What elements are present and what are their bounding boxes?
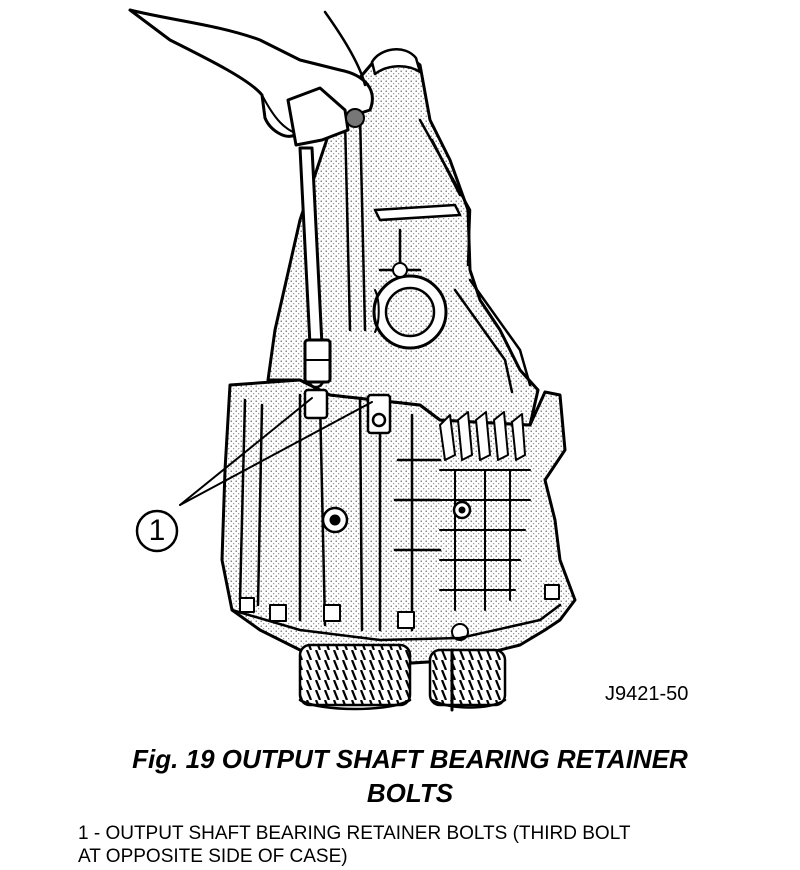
callout-number: 1 [148,514,166,547]
extension-top-rim [370,48,422,76]
callout-leader-left [179,397,313,506]
retainer-bolt-right [366,393,392,435]
callout-leader-right [179,401,373,506]
case-grid [439,469,531,611]
drawing-id: J9421-50 [605,683,689,705]
output-spline-right [428,648,507,707]
bottom-flange [230,603,562,642]
transfer-case-illustration [128,8,577,712]
callout-circle [135,509,179,553]
legend-line-1: 1 - OUTPUT SHAFT BEARING RETAINER BOLTS … [78,823,631,844]
figure-caption-line-2: BOLTS [366,778,454,808]
output-spline-left [298,643,412,707]
figure-caption: Fig. 19 OUTPUT SHAFT BEARING RETAINER BO… [70,742,750,810]
upper-port-inner [384,286,436,338]
figure-caption-line-1: Fig. 19 OUTPUT SHAFT BEARING RETAINER [132,744,688,774]
case-fins [439,411,526,461]
upper-boss [392,262,408,278]
housing-ribs [343,113,532,394]
legend-line-2: AT OPPOSITE SIDE OF CASE) [78,846,348,867]
ratchet-head [286,86,350,147]
legend: 1 - OUTPUT SHAFT BEARING RETAINER BOLTS … [78,822,778,868]
